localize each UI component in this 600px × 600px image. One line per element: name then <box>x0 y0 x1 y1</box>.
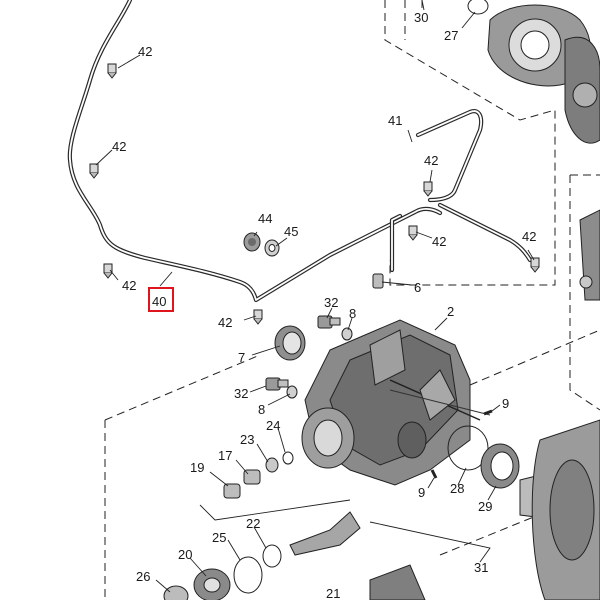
leader-lines <box>95 0 535 593</box>
bolts-and-washers <box>265 315 353 399</box>
label-31: 31 <box>474 560 488 575</box>
label-27: 27 <box>444 28 458 43</box>
ring-gear-assembly <box>519 419 600 600</box>
hose-40 <box>67 0 443 303</box>
assembly-boundary-lines <box>104 0 600 600</box>
upper-parts <box>421 0 600 301</box>
hose-clip <box>253 309 263 325</box>
oil-seal-7 <box>274 325 306 361</box>
hose-41 <box>415 109 533 263</box>
fasteners-upper <box>243 232 280 257</box>
label-42: 42 <box>218 315 232 330</box>
label-32: 32 <box>324 295 338 310</box>
label-7: 7 <box>238 350 245 365</box>
label-42: 42 <box>432 234 446 249</box>
hose-clip <box>408 225 418 241</box>
hose-clip <box>107 63 117 79</box>
hose-clips-42 <box>89 63 540 325</box>
label-41: 41 <box>388 113 402 128</box>
label-22: 22 <box>246 516 260 531</box>
label-8: 8 <box>349 306 356 321</box>
hose-clip <box>423 181 433 197</box>
hose-drop <box>389 213 403 273</box>
label-29: 29 <box>478 499 492 514</box>
gear-case-housing-2 <box>301 319 491 486</box>
label-9: 9 <box>502 396 509 411</box>
label-6: 6 <box>414 280 421 295</box>
label-42: 42 <box>522 229 536 244</box>
label-44: 44 <box>258 211 272 226</box>
label-42: 42 <box>122 278 136 293</box>
label-26: 26 <box>136 569 150 584</box>
label-32: 32 <box>234 386 248 401</box>
label-28: 28 <box>450 481 464 496</box>
label-40-highlighted[interactable]: 40 <box>152 294 166 309</box>
label-2: 2 <box>447 304 454 319</box>
label-17: 17 <box>218 448 232 463</box>
label-42: 42 <box>138 44 152 59</box>
label-30: 30 <box>414 10 428 25</box>
label-21: 21 <box>326 586 340 600</box>
label-24: 24 <box>266 418 280 433</box>
label-8: 8 <box>258 402 265 417</box>
dowel-pins-9 <box>430 409 493 479</box>
small-rings <box>223 451 294 499</box>
hose-clip <box>530 257 540 273</box>
part-number-labels: 30 27 42 42 41 42 44 45 42 42 42 6 42 32… <box>112 10 536 600</box>
highlight-box <box>148 287 174 312</box>
label-23: 23 <box>240 432 254 447</box>
label-19: 19 <box>190 460 204 475</box>
label-25: 25 <box>212 530 226 545</box>
label-45: 45 <box>284 224 298 239</box>
label-42: 42 <box>112 139 126 154</box>
seal-29 <box>480 443 520 489</box>
hose-clip <box>89 163 99 179</box>
breather-fitting-6 <box>372 273 384 289</box>
o-ring-28 <box>447 425 489 471</box>
label-20: 20 <box>178 547 192 562</box>
pinion-shaft <box>163 511 426 600</box>
hose-clip <box>103 263 113 279</box>
label-42: 42 <box>424 153 438 168</box>
label-9: 9 <box>418 485 425 500</box>
